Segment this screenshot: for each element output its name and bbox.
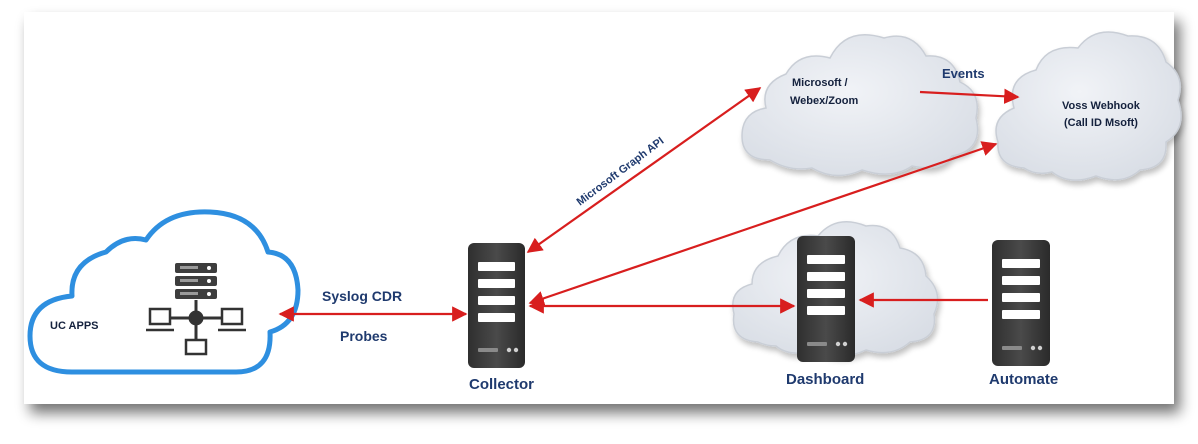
voss-label-line2: (Call ID Msoft) [1064,117,1138,129]
server-rack-icon [175,263,217,299]
automate-server-icon [992,240,1050,366]
collector-label: Collector [469,376,534,393]
arrow-microsoft-voss-events [919,88,1020,104]
probes-label: Probes [340,328,388,344]
uc-apps-label: UC APPS [50,320,99,332]
automate-label: Automate [989,371,1058,388]
dashboard-label: Dashboard [786,371,864,388]
network-icon [146,300,246,356]
events-label: Events [942,66,985,81]
microsoft-label-line1: Microsoft / [792,77,848,89]
voss-webhook-cloud-icon [995,31,1182,181]
syslog-cdr-label: Syslog CDR [322,288,402,304]
collector-server-icon [468,243,525,368]
arrow-collector-voss [528,141,998,306]
microsoft-label-line2: Webex/Zoom [790,95,858,107]
voss-label-line1: Voss Webhook [1062,100,1141,112]
dashboard-server-icon [797,236,855,362]
